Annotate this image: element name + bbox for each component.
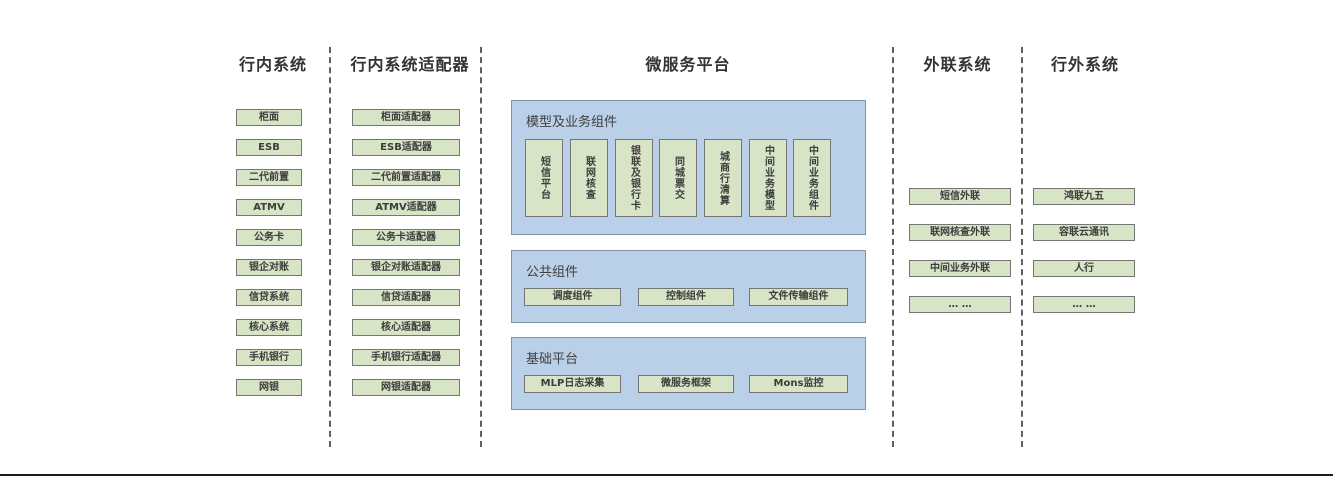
external-system-box: 中间业务外联: [909, 260, 1011, 277]
model-component-box: 中间业务模型: [749, 139, 787, 217]
base-platform-box: MLP日志采集: [524, 375, 621, 393]
base-platform-box: 微服务框架: [638, 375, 734, 393]
internal-system-box: 银企对账: [236, 259, 302, 276]
common-component-box: 文件传输组件: [749, 288, 848, 306]
section-title: 模型及业务组件: [526, 115, 618, 130]
model-component-box: 中间业务组件: [793, 139, 831, 217]
outside-system-box: 鸿联九五: [1033, 188, 1135, 205]
model-component-box: 城商行清算: [704, 139, 742, 217]
external-system-box: … …: [909, 296, 1011, 313]
separator-line-4: [1021, 47, 1023, 447]
outside-system-box: 容联云通讯: [1033, 224, 1135, 241]
common-component-box: 控制组件: [638, 288, 734, 306]
section-model-business-components: 模型及业务组件 短信平台 联网核查 银联及银行卡 同城票交 城商行清算 中间业务…: [511, 100, 866, 235]
separator-line-1: [329, 47, 331, 447]
model-component-box: 银联及银行卡: [615, 139, 653, 217]
adapter-box: 网银适配器: [352, 379, 460, 396]
model-component-box: 联网核查: [570, 139, 608, 217]
separator-line-3: [892, 47, 894, 447]
adapter-box: ESB适配器: [352, 139, 460, 156]
adapter-box: ATMV适配器: [352, 199, 460, 216]
adapter-box: 银企对账适配器: [352, 259, 460, 276]
header-internal-systems: 行内系统: [238, 55, 307, 74]
internal-system-box: 手机银行: [236, 349, 302, 366]
internal-system-box: 柜面: [236, 109, 302, 126]
separator-line-2: [480, 47, 482, 447]
header-microservice-platform: 微服务平台: [645, 55, 731, 74]
model-component-box: 同城票交: [659, 139, 697, 217]
adapter-box: 核心适配器: [352, 319, 460, 336]
internal-system-box: 二代前置: [236, 169, 302, 186]
outside-system-box: … …: [1033, 296, 1135, 313]
internal-system-box: 信贷系统: [236, 289, 302, 306]
internal-system-box: ATMV: [236, 199, 302, 216]
adapter-box: 柜面适配器: [352, 109, 460, 126]
section-title: 公共组件: [526, 265, 579, 280]
outside-system-box: 人行: [1033, 260, 1135, 277]
external-system-box: 联网核查外联: [909, 224, 1011, 241]
bottom-divider: [0, 474, 1333, 476]
adapter-box: 手机银行适配器: [352, 349, 460, 366]
header-internal-adapters: 行内系统适配器: [350, 55, 470, 74]
internal-system-box: ESB: [236, 139, 302, 156]
internal-system-box: 公务卡: [236, 229, 302, 246]
section-title: 基础平台: [526, 352, 579, 367]
common-component-box: 调度组件: [524, 288, 621, 306]
section-base-platform: 基础平台 MLP日志采集 微服务框架 Mons监控: [511, 337, 866, 410]
base-platform-box: Mons监控: [749, 375, 848, 393]
external-system-box: 短信外联: [909, 188, 1011, 205]
header-outside-systems: 行外系统: [1050, 55, 1119, 74]
section-common-components: 公共组件 调度组件 控制组件 文件传输组件: [511, 250, 866, 323]
adapter-box: 二代前置适配器: [352, 169, 460, 186]
internal-system-box: 网银: [236, 379, 302, 396]
model-component-box: 短信平台: [525, 139, 563, 217]
adapter-box: 公务卡适配器: [352, 229, 460, 246]
header-external-systems: 外联系统: [923, 55, 992, 74]
adapter-box: 信贷适配器: [352, 289, 460, 306]
internal-system-box: 核心系统: [236, 319, 302, 336]
